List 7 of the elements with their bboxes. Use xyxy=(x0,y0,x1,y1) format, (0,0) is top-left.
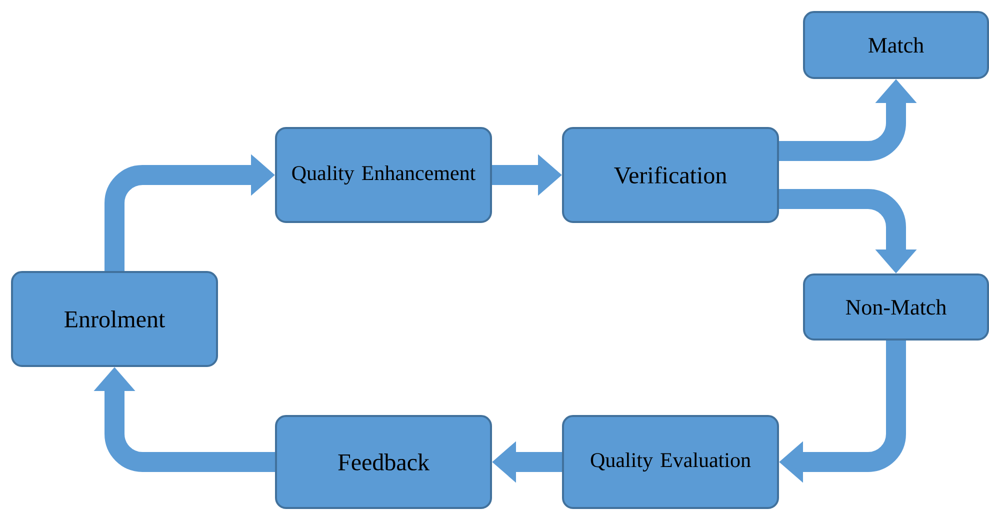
process-box: Verification xyxy=(562,127,779,223)
process-box: Enrolment xyxy=(11,271,218,367)
process-box: Match xyxy=(803,11,989,79)
process-box: Quality Evaluation xyxy=(562,415,779,509)
process-box: Feedback xyxy=(275,415,492,509)
process-box: Non-Match xyxy=(803,274,989,340)
process-box: Quality Enhancement xyxy=(275,127,492,223)
